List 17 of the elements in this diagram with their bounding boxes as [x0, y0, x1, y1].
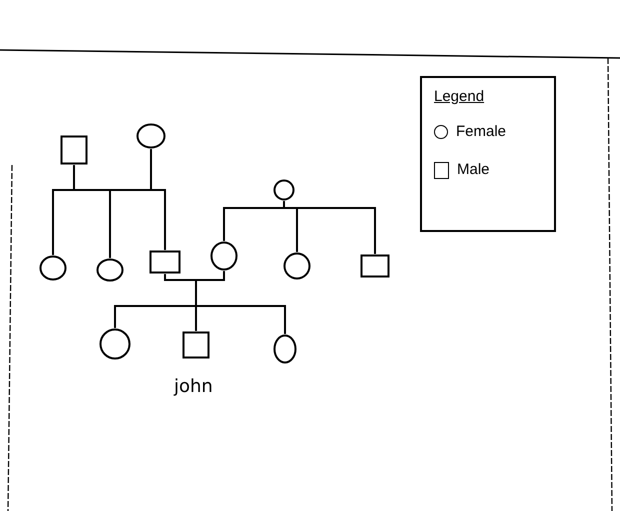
female-circle [96, 258, 124, 282]
male-square [360, 254, 390, 278]
female-circle [273, 179, 295, 201]
male-square [60, 135, 88, 165]
female-circle [99, 328, 131, 360]
female-circle [273, 334, 297, 364]
female-circle [210, 241, 238, 271]
legend-title: Legend [434, 87, 486, 107]
female-circle [136, 123, 166, 149]
legend-text: Male [457, 160, 490, 180]
female-circle [283, 252, 311, 280]
pedigree-line [195, 271, 286, 334]
name-label: john [174, 375, 213, 399]
female-circle [39, 255, 67, 281]
male-square [182, 331, 210, 359]
legend-text: Female [456, 122, 506, 142]
male-square [149, 250, 181, 274]
